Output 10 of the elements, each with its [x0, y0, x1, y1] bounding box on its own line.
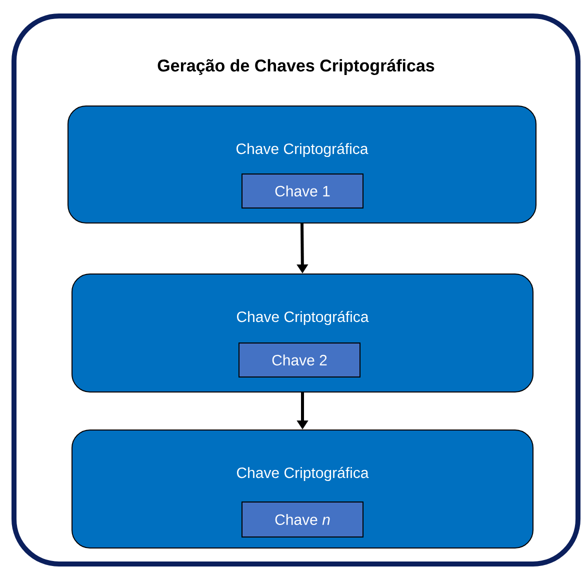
box-heading: Chave Criptográfica [237, 466, 369, 482]
key-box: Chave 1 [242, 173, 364, 208]
box-heading: Chave Criptográfica [237, 310, 369, 326]
frame-heading: Geração de Chaves Criptográficas [158, 58, 434, 76]
process-box [72, 273, 534, 392]
key-box: Chave 2 [238, 342, 360, 378]
key-box: Chave n [242, 501, 364, 538]
box-heading: Chave Criptográfica [236, 142, 368, 158]
process-box [72, 429, 534, 548]
process-box [68, 106, 536, 224]
